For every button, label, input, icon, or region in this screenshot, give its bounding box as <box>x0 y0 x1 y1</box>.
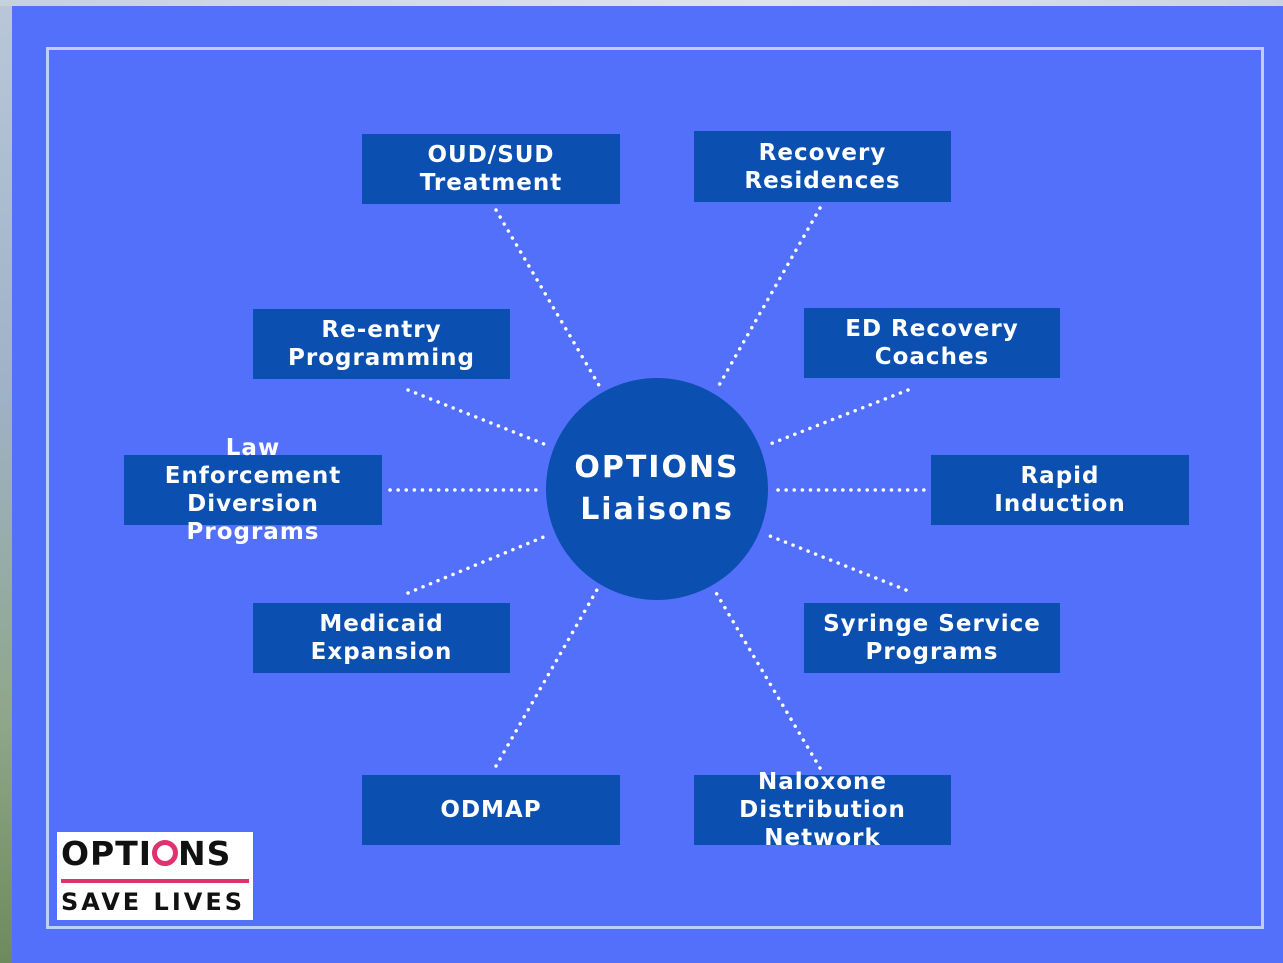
hub-label: OPTIONS Liaisons <box>574 450 740 527</box>
connector-medicaid <box>406 534 548 595</box>
node-label: ED Recovery Coaches <box>845 316 1019 370</box>
node-oud-sud-treatment: OUD/SUD Treatment <box>362 134 620 204</box>
lifebuoy-icon <box>152 840 179 866</box>
node-naloxone-distribution-network: Naloxone Distribution Network <box>694 769 951 851</box>
node-label: Law Enforcement Diversion Programs <box>164 435 342 545</box>
connector-oud-sud <box>494 208 602 389</box>
logo-wordmark: OPTI NS <box>61 834 231 873</box>
node-medicaid-expansion: Medicaid Expansion <box>253 603 510 673</box>
slide-frame <box>46 47 1264 929</box>
node-label: OUD/SUD Treatment <box>419 142 563 196</box>
node-reentry-programming: Re-entry Programming <box>253 309 510 379</box>
background-photo-edge <box>0 0 12 963</box>
connector-odmap <box>494 586 600 768</box>
logo-word-end: NS <box>178 834 232 873</box>
node-label: Re-entry Programming <box>288 317 475 371</box>
node-label: Medicaid Expansion <box>310 611 453 665</box>
connector-reentry <box>406 388 546 446</box>
node-label: Naloxone Distribution Network <box>739 769 906 851</box>
node-ed-recovery-coaches: ED Recovery Coaches <box>804 308 1060 378</box>
node-rapid-induction: Rapid Induction <box>931 455 1189 525</box>
hub-options-liaisons: OPTIONS Liaisons <box>546 378 768 600</box>
node-label: ODMAP <box>440 797 542 823</box>
node-syringe-service-programs: Syringe Service Programs <box>804 603 1060 673</box>
node-label: Recovery Residences <box>744 139 901 194</box>
node-law-enforcement-diversion: Law Enforcement Diversion Programs <box>124 435 382 545</box>
connector-syringe <box>768 534 908 592</box>
connector-naloxone <box>713 589 822 770</box>
logo-word-start: OPTI <box>61 834 153 873</box>
node-recovery-residences: Recovery Residences <box>694 131 951 202</box>
node-odmap: ODMAP <box>362 775 620 845</box>
connector-recovery-residences <box>716 206 822 389</box>
background-photo-edge-top <box>0 0 1283 6</box>
node-label: Rapid Induction <box>994 463 1126 517</box>
logo-divider <box>61 879 249 883</box>
node-label: Syringe Service Programs <box>823 611 1041 665</box>
connector-ed-coaches <box>768 388 910 446</box>
logo-tagline: SAVE LIVES <box>61 888 246 916</box>
options-logo: OPTI NS SAVE LIVES <box>57 832 253 920</box>
